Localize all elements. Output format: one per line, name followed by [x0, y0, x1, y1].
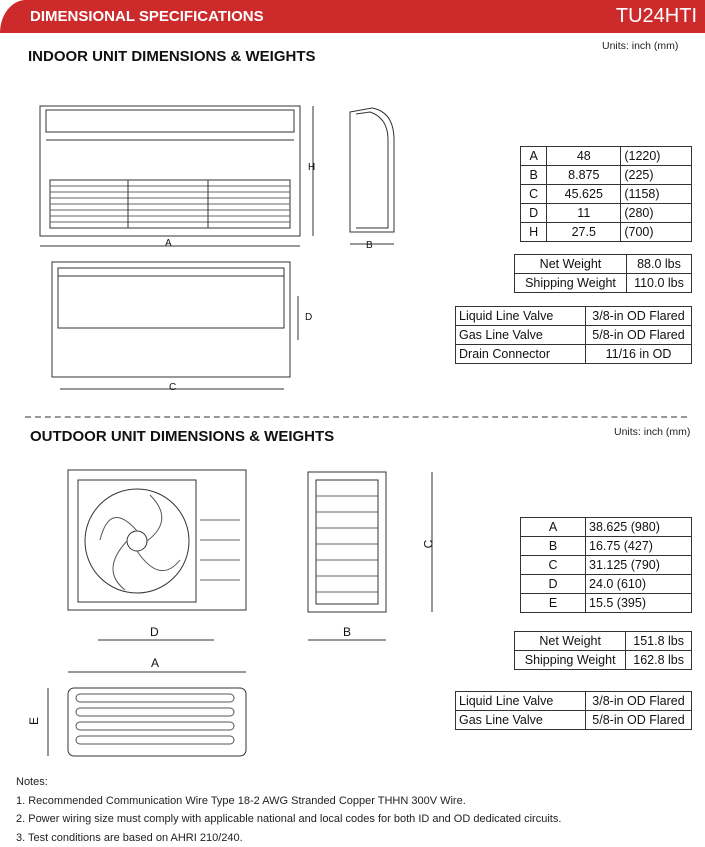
cell: B [521, 537, 586, 556]
cell: 45.625 [547, 185, 621, 204]
dim-label-d: D [305, 312, 312, 323]
cell: 5/8-in OD Flared [586, 326, 692, 345]
note-item: 3. Test conditions are based on AHRI 210… [16, 829, 561, 847]
dim-label-a: A [151, 656, 159, 670]
cell: 8.875 [547, 166, 621, 185]
cell: Shipping Weight [515, 651, 626, 670]
notes-title: Notes: [16, 773, 561, 792]
cell: A [521, 147, 547, 166]
note-item: 1. Recommended Communication Wire Type 1… [16, 792, 561, 811]
cell: 3/8-in OD Flared [586, 692, 692, 711]
cell: 110.0 lbs [626, 274, 691, 293]
cell: (225) [621, 166, 692, 185]
dim-label-b: B [366, 240, 373, 251]
cell: 24.0 (610) [586, 575, 692, 594]
cell: D [521, 575, 586, 594]
section-divider [25, 416, 687, 418]
cell: Liquid Line Valve [456, 307, 586, 326]
outdoor-side-view [308, 472, 432, 640]
dim-label-h: H [308, 162, 315, 173]
outdoor-heading: OUTDOOR UNIT DIMENSIONS & WEIGHTS [30, 428, 334, 445]
cell: 31.125 (790) [586, 556, 692, 575]
cell: C [521, 556, 586, 575]
dim-label-b: B [343, 625, 351, 639]
cell: C [521, 185, 547, 204]
cell: 15.5 (395) [586, 594, 692, 613]
cell: 162.8 lbs [626, 651, 692, 670]
cell: E [521, 594, 586, 613]
note-item: 2. Power wiring size must comply with ap… [16, 810, 561, 829]
cell: 11/16 in OD [586, 345, 692, 364]
outdoor-front-view [68, 470, 246, 640]
cell: Shipping Weight [515, 274, 627, 293]
cell: (1220) [621, 147, 692, 166]
notes: Notes: 1. Recommended Communication Wire… [16, 773, 561, 847]
cell: 88.0 lbs [626, 255, 691, 274]
cell: 27.5 [547, 223, 621, 242]
cell: D [521, 204, 547, 223]
cell: Liquid Line Valve [456, 692, 586, 711]
cell: (280) [621, 204, 692, 223]
cell: Net Weight [515, 632, 626, 651]
cell: 151.8 lbs [626, 632, 692, 651]
cell: (700) [621, 223, 692, 242]
cell: 16.75 (427) [586, 537, 692, 556]
cell: B [521, 166, 547, 185]
cell: 48 [547, 147, 621, 166]
dim-label-c: C [169, 382, 176, 393]
outdoor-top-view [48, 672, 246, 756]
indoor-bottom-view [52, 262, 298, 389]
cell: A [521, 518, 586, 537]
cell: 3/8-in OD Flared [586, 307, 692, 326]
dim-label-d: D [150, 625, 159, 639]
cell: Net Weight [515, 255, 627, 274]
cell: Drain Connector [456, 345, 586, 364]
cell: H [521, 223, 547, 242]
dim-label-c: C [421, 540, 435, 549]
cell: (1158) [621, 185, 692, 204]
outdoor-units: Units: inch (mm) [614, 426, 690, 438]
dim-label-e: E [27, 717, 41, 725]
cell: 5/8-in OD Flared [586, 711, 692, 730]
cell: 38.625 (980) [586, 518, 692, 537]
dim-label-a: A [165, 238, 172, 249]
cell: Gas Line Valve [456, 711, 586, 730]
indoor-side-view [350, 108, 394, 244]
indoor-front-view [40, 106, 313, 246]
cell: Gas Line Valve [456, 326, 586, 345]
cell: 11 [547, 204, 621, 223]
